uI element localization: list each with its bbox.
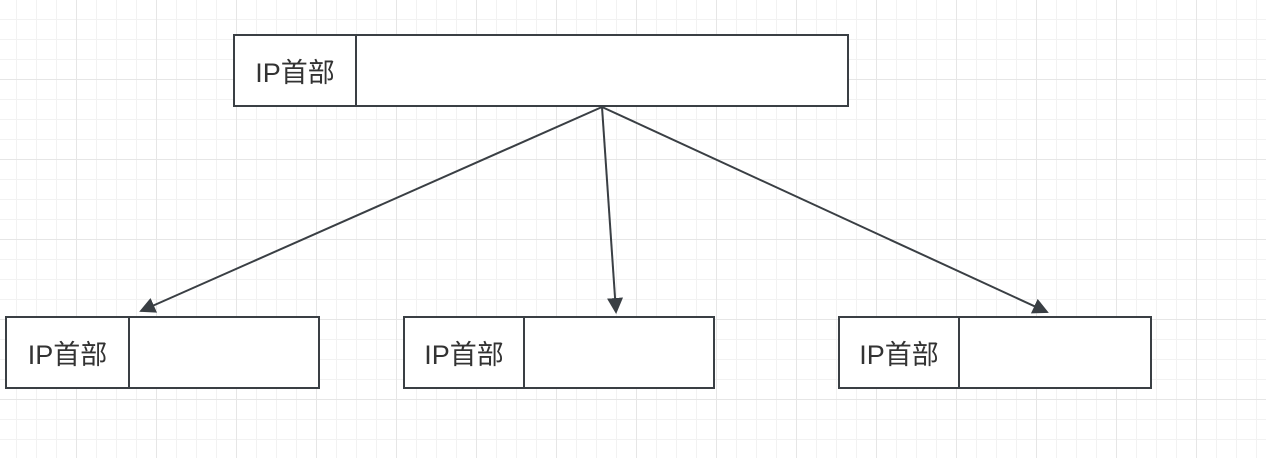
ip-header-cell: IP首部 bbox=[840, 318, 960, 387]
ip-header-cell: IP首部 bbox=[405, 318, 525, 387]
arrow-to-fragment-1 bbox=[139, 106, 603, 313]
data-payload-cell bbox=[525, 318, 713, 387]
fragment-box-1: IP首部 bbox=[5, 316, 320, 389]
arrow-to-fragment-3 bbox=[601, 106, 1049, 314]
fragment-box-3: IP首部 bbox=[838, 316, 1152, 389]
data-payload-cell bbox=[357, 36, 847, 105]
data-payload-cell bbox=[960, 318, 1150, 387]
ip-header-cell: IP首部 bbox=[235, 36, 357, 105]
arrow-to-fragment-2 bbox=[601, 106, 624, 314]
data-payload-cell bbox=[130, 318, 318, 387]
original-datagram-box: IP首部 bbox=[233, 34, 849, 107]
fragment-box-2: IP首部 bbox=[403, 316, 715, 389]
ip-header-cell: IP首部 bbox=[7, 318, 130, 387]
